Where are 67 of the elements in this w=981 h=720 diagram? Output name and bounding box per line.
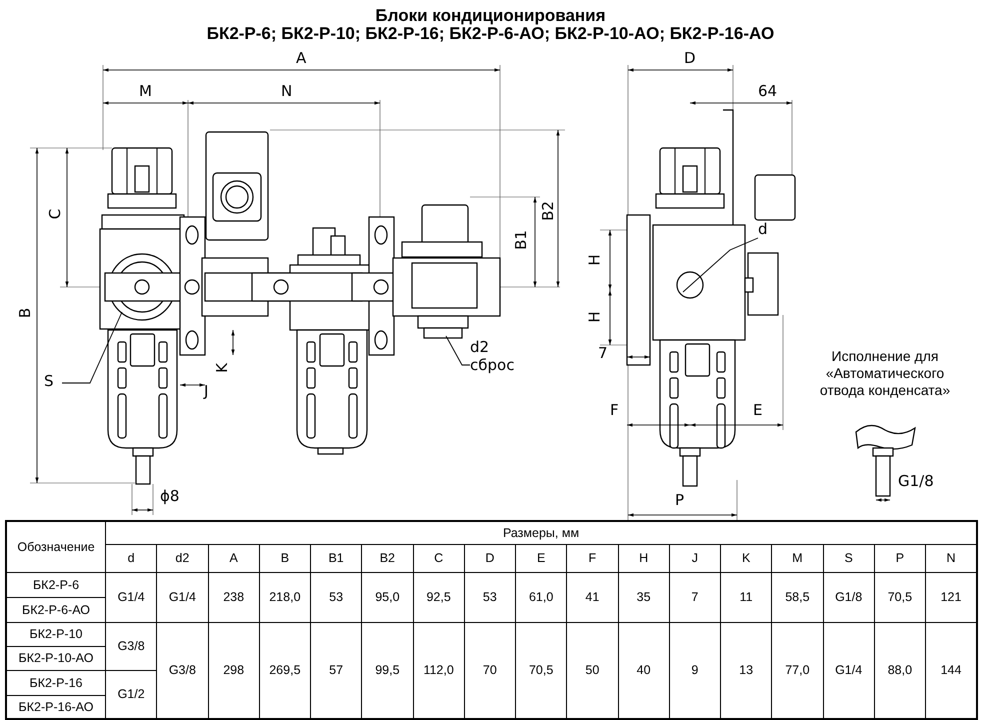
dimension-label: ϕ8: [160, 488, 180, 504]
table-cell: G3/8: [106, 622, 157, 670]
table-cell: 53: [310, 572, 362, 622]
table-cell: 58,5: [772, 572, 823, 622]
table-cell: 53: [464, 572, 516, 622]
table-cell: d2: [156, 544, 208, 572]
table-cell: 70,5: [874, 572, 926, 622]
dimension-label: H: [586, 254, 603, 266]
table-cell: K: [720, 544, 772, 572]
table-cell: B1: [310, 544, 362, 572]
dimension-label: 7: [598, 345, 608, 361]
table-cell: G1/4: [156, 572, 208, 622]
subtitle: БК2-Р-6; БК2-Р-10; БК2-Р-16; БК2-Р-6-АО; БК2-Р-10-АО; БК2-Р-16-АО: [206, 24, 776, 44]
dimension-label: 64: [758, 83, 778, 99]
table-cell: БК2-Р-16: [6, 670, 106, 695]
table-cell: 92,5: [413, 572, 464, 622]
table-cell: 95,0: [362, 572, 413, 622]
table-cell: D: [464, 544, 516, 572]
table-cell: G1/4: [106, 572, 157, 622]
dimension-label: B1: [512, 230, 529, 250]
table-cell: A: [208, 544, 260, 572]
table-cell: G1/8: [823, 572, 874, 622]
dimension-label: B: [17, 308, 34, 318]
dimension-label: D: [684, 50, 696, 66]
table-cell: 41: [566, 572, 618, 622]
table-cell: 238: [208, 572, 260, 622]
leader-line: [446, 336, 470, 366]
table-cell: B2: [362, 544, 413, 572]
table-cell: M: [772, 544, 823, 572]
title: Блоки кондиционирования: [374, 6, 607, 26]
dimension-label: K: [214, 363, 230, 373]
dimension-label: C: [47, 208, 64, 220]
table-cell: 11: [720, 572, 772, 622]
dimension-label: F: [610, 402, 619, 418]
table-cell: 218,0: [259, 572, 310, 622]
table-cell: P: [874, 544, 926, 572]
callout-label: сброс: [470, 356, 514, 374]
table-cell: H: [618, 544, 670, 572]
dimension-label: M: [139, 83, 152, 99]
dimension-label: N: [281, 83, 292, 99]
callout-label: d: [758, 220, 768, 238]
table-cell: B: [259, 544, 310, 572]
table-cell: G3/8: [156, 622, 208, 719]
dimension-label: A: [296, 50, 306, 66]
table-cell: Обозначение: [6, 521, 106, 572]
table-cell: 61,0: [516, 572, 567, 622]
table-cell: C: [413, 544, 464, 572]
dimension-label: P: [675, 492, 684, 508]
table-cell: БК2-Р-10: [6, 622, 106, 646]
dimension-label: J: [204, 383, 208, 399]
table-cell: S: [823, 544, 874, 572]
dimension-label: B2: [540, 201, 556, 221]
dimension-label: E: [753, 402, 762, 418]
dimension-label: G1/8: [898, 473, 934, 489]
callout-label: S: [44, 372, 54, 390]
table-cell: 35: [618, 572, 670, 622]
leader-line: [682, 238, 758, 292]
table-cell: E: [516, 544, 567, 572]
table-cell: d: [106, 544, 157, 572]
table-cell: 7: [669, 572, 720, 622]
note-text: Исполнение для «Автоматического отвода конденсата»: [818, 348, 952, 399]
table-cell: БК2-Р-6: [6, 572, 106, 597]
table-cell: F: [566, 544, 618, 572]
dimension-label: H: [586, 311, 603, 323]
leader-line: [62, 312, 122, 384]
table-cell: J: [669, 544, 720, 572]
callout-label: d2: [470, 338, 490, 356]
